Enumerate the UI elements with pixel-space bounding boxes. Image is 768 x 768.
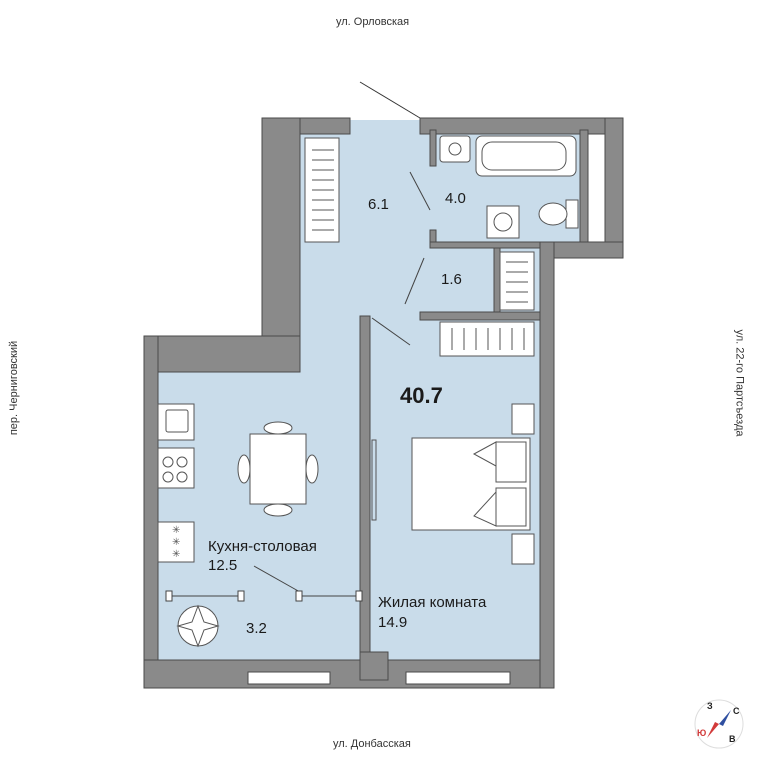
bathroom-area: 4.0 bbox=[445, 190, 466, 207]
total-area: 40.7 bbox=[400, 383, 443, 408]
loggia-area: 3.2 bbox=[246, 620, 267, 637]
stove-icon bbox=[157, 447, 195, 489]
street-label-bottom: ул. Донбасская bbox=[333, 738, 411, 750]
plant-icon bbox=[176, 604, 220, 648]
dining-table-icon bbox=[237, 421, 319, 517]
compass-north: С bbox=[733, 706, 740, 716]
kitchen-appliances bbox=[157, 403, 195, 563]
living-room-name: Жилая комната bbox=[378, 594, 487, 611]
windows bbox=[247, 671, 511, 685]
bed-icon bbox=[411, 403, 535, 565]
toilet-icon bbox=[565, 199, 579, 229]
svg-text:✳: ✳ bbox=[172, 549, 180, 560]
floor-kitchen bbox=[158, 320, 360, 372]
closet-area: 1.6 bbox=[441, 271, 462, 288]
compass-east: В bbox=[729, 734, 736, 744]
compass-west: З bbox=[707, 701, 713, 711]
floor-kitchen-main bbox=[158, 372, 360, 660]
kitchen-name: Кухня-столовая bbox=[208, 538, 317, 555]
kitchen-area: 12.5 bbox=[208, 557, 238, 574]
loggia-rail bbox=[165, 590, 363, 602]
bathroom-fixtures bbox=[439, 135, 579, 239]
hall-area: 6.1 bbox=[368, 196, 389, 213]
fridge-icon bbox=[157, 521, 195, 563]
street-label-top: ул. Орловская bbox=[336, 16, 410, 28]
radiator-icons bbox=[304, 137, 535, 357]
compass-south: Ю bbox=[697, 728, 707, 738]
svg-text:✳: ✳ bbox=[172, 537, 180, 548]
svg-text:✳: ✳ bbox=[172, 525, 180, 536]
living-room-area: 14.9 bbox=[378, 614, 408, 631]
compass-icon bbox=[694, 699, 744, 749]
compass-rose: З С Ю В bbox=[693, 698, 745, 750]
